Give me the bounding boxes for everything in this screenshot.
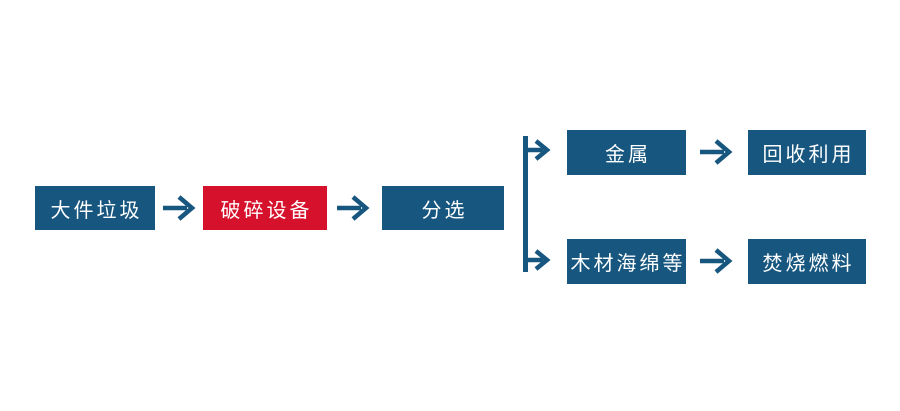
arrow-wood-to-fuel-icon: [697, 245, 737, 277]
arrow-metal-to-recycling-icon: [697, 136, 737, 168]
node-bulky-waste: 大件垃圾: [35, 186, 155, 230]
node-incineration-fuel: 焚烧燃料: [748, 239, 866, 284]
branch-bracket-icon: [518, 130, 564, 278]
arrow-bulky-to-crushing-icon: [160, 192, 200, 224]
node-wood-sponge-etc: 木材海绵等: [567, 239, 686, 284]
node-recycling: 回收利用: [748, 130, 866, 175]
node-sorting: 分选: [382, 186, 504, 230]
arrow-crushing-to-sorting-icon: [334, 192, 374, 224]
node-crushing-equipment: 破碎设备: [203, 186, 327, 230]
node-metal: 金属: [567, 130, 686, 175]
